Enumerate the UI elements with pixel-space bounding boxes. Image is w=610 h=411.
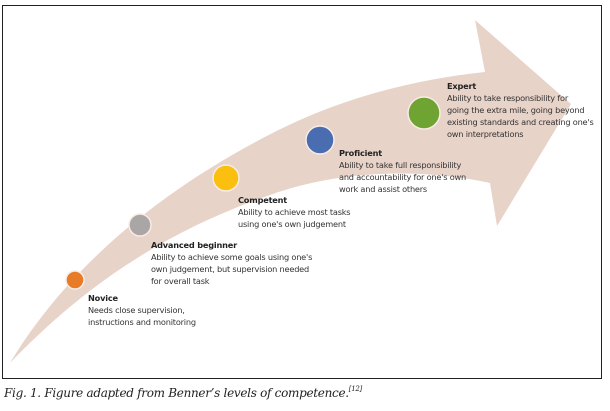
expert-label: Expert Ability to take responsibility fo…: [447, 80, 594, 140]
novice-stage-marker: [65, 270, 85, 290]
novice-label: Novice Needs close supervision, instruct…: [88, 292, 196, 328]
novice-desc-line: Needs close supervision,: [88, 305, 185, 315]
expert-desc-line: going the extra mile, going beyond: [447, 105, 585, 115]
advanced-beginner-stage-marker: [128, 213, 152, 237]
proficient-desc-line: and accountability for one's own: [339, 172, 467, 182]
proficient-desc-line: work and assist others: [339, 184, 428, 194]
proficient-desc-line: Ability to take full responsibility: [339, 160, 462, 170]
proficient-label: Proficient Ability to take full responsi…: [339, 147, 466, 195]
competent-stage-marker: [212, 164, 240, 192]
expert-desc-line: existing standards and creating one's: [447, 117, 594, 127]
competent-label: Competent Ability to achieve most tasks …: [238, 194, 351, 230]
competent-desc-line: using one's own judgement: [238, 219, 346, 229]
competent-desc-line: Ability to achieve most tasks: [238, 207, 351, 217]
proficient-stage-marker: [305, 125, 335, 155]
expert-title: Expert: [447, 81, 477, 91]
caption-text: Fig. 1. Figure adapted from Benner’s lev…: [4, 386, 349, 400]
competent-title: Competent: [238, 195, 287, 205]
proficient-title: Proficient: [339, 148, 382, 158]
advanced-beginner-desc-line: Ability to achieve some goals using one'…: [151, 252, 313, 262]
novice-title: Novice: [88, 293, 118, 303]
expert-desc-line: Ability to take responsibility for: [447, 93, 568, 103]
expert-stage-marker: [407, 96, 441, 130]
advanced-beginner-desc-line: for overall task: [151, 276, 210, 286]
caption-reference: [12]: [348, 385, 362, 393]
expert-desc-line: own interpretations: [447, 129, 524, 139]
novice-desc-line: instructions and monitoring: [88, 317, 196, 327]
figure-frame: [2, 5, 602, 379]
advanced-beginner-title: Advanced beginner: [151, 240, 237, 250]
figure-caption: Fig. 1. Figure adapted from Benner’s lev…: [4, 385, 362, 400]
advanced-beginner-label: Advanced beginner Ability to achieve som…: [151, 239, 312, 287]
advanced-beginner-desc-line: own judgement, but supervision needed: [151, 264, 310, 274]
